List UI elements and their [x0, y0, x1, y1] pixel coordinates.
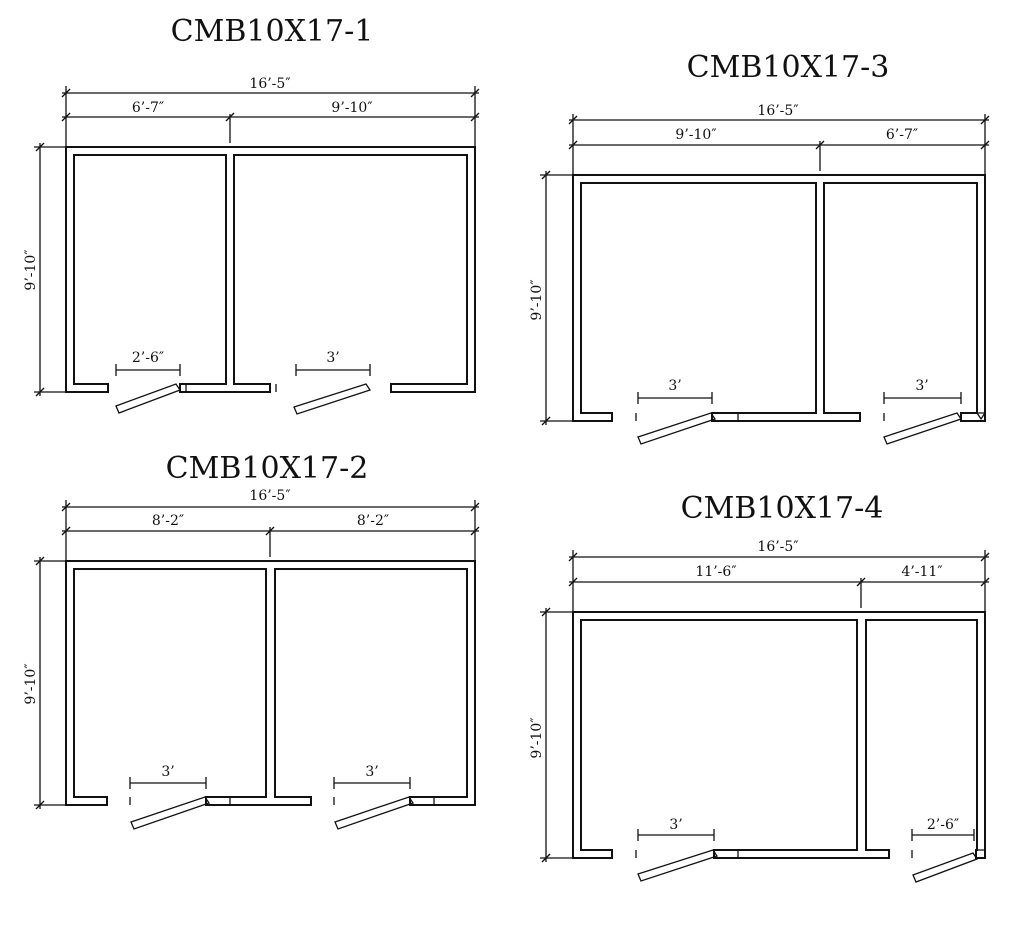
height-label: 9’-10″ [529, 717, 545, 758]
door-width-label: 3’ [915, 378, 928, 394]
room-width-dimensions: 6’-7″ 9’-10″ [61, 100, 480, 143]
door-1: 3’ [637, 817, 719, 882]
height-label: 9’-10″ [23, 663, 39, 704]
total-width-dimension: 16’-5″ [61, 76, 480, 147]
plan-cmb10x17-1: CMB10X17-1 16’-5″ 6’-7″ 9’-10″ [23, 14, 480, 415]
height-label: 9’-10″ [529, 279, 545, 320]
room-width-label-2: 8’-2″ [357, 513, 389, 529]
walls [572, 611, 986, 859]
total-width-dimension: 16’-5″ [568, 539, 990, 612]
door-width-label: 3’ [161, 764, 174, 780]
height-label: 9’-10″ [23, 249, 39, 290]
plan-title: CMB10X17-3 [687, 50, 890, 85]
room-width-label-1: 9’-10″ [675, 127, 716, 143]
height-dimension: 9’-10″ [23, 142, 66, 397]
door-1: 2’-6″ [115, 350, 181, 414]
door-width-label: 3’ [326, 350, 339, 366]
room-width-dimensions: 9’-10″ 6’-7″ [568, 127, 990, 171]
total-width-label: 16’-5″ [757, 539, 798, 555]
room-width-label-1: 11’-6″ [695, 564, 736, 580]
door-2: 3’ [293, 350, 372, 415]
height-dimension: 9’-10″ [529, 170, 573, 426]
door-width-label: 3’ [668, 378, 681, 394]
door-1: 3’ [129, 764, 211, 830]
plan-title: CMB10X17-4 [681, 491, 884, 526]
door-width-label: 3’ [669, 817, 682, 833]
room-width-label-2: 4’-11″ [901, 564, 942, 580]
room-width-label-1: 6’-7″ [132, 100, 164, 116]
plan-title: CMB10X17-1 [171, 14, 374, 49]
total-width-dimension: 16’-5″ [568, 103, 990, 175]
walls [65, 146, 476, 393]
door-2: 3’ [883, 378, 963, 445]
door-width-label: 3’ [365, 764, 378, 780]
room-width-dimensions: 11’-6″ 4’-11″ [568, 564, 990, 608]
room-width-label-1: 8’-2″ [152, 513, 184, 529]
door-width-label: 2’-6″ [132, 350, 164, 366]
room-width-dimensions: 8’-2″ 8’-2″ [61, 513, 480, 557]
total-width-label: 16’-5″ [249, 488, 290, 504]
door-width-label: 2’-6″ [927, 817, 959, 833]
plan-title: CMB10X17-2 [166, 451, 369, 486]
room-width-label-2: 9’-10″ [331, 100, 372, 116]
total-width-label: 16’-5″ [249, 76, 290, 92]
door-2: 2’-6″ [911, 817, 978, 883]
height-dimension: 9’-10″ [23, 556, 66, 810]
total-width-label: 16’-5″ [757, 103, 798, 119]
door-2: 3’ [333, 764, 415, 830]
room-width-label-2: 6’-7″ [886, 127, 918, 143]
plan-cmb10x17-4: CMB10X17-4 16’-5″ 11’-6″ 4’-11″ 9’-10″ [529, 491, 990, 883]
door-1: 3’ [637, 378, 717, 445]
plan-cmb10x17-3: CMB10X17-3 16’-5″ 9’-10″ 6’-7″ 9’-10″ [529, 50, 990, 445]
plan-cmb10x17-2: CMB10X17-2 16’-5″ 8’-2″ 8’-2″ 9’-10″ [23, 451, 480, 830]
walls [65, 560, 476, 806]
height-dimension: 9’-10″ [529, 607, 573, 863]
